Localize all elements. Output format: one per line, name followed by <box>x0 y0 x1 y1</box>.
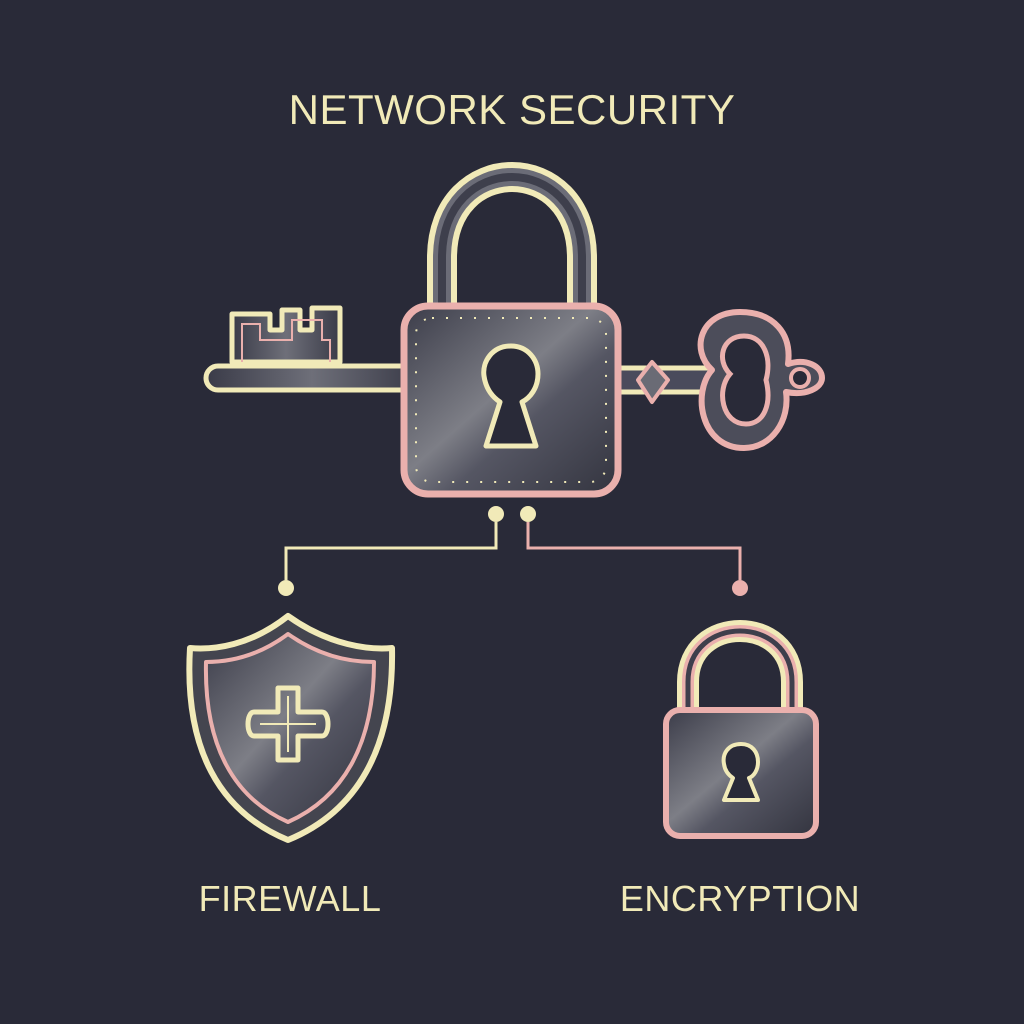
shield-icon <box>186 613 396 843</box>
firewall-cross-emblem <box>245 685 331 763</box>
encryption-label: ENCRYPTION <box>619 878 861 919</box>
key-bit <box>229 305 343 365</box>
firewall-label: FIREWALL <box>198 878 382 919</box>
key-bow <box>697 309 825 451</box>
small-keyhole <box>721 742 760 802</box>
padlock-with-key-icon <box>203 162 825 498</box>
padlock-icon <box>663 620 819 839</box>
key-shaft <box>203 363 421 393</box>
diagram-title: NETWORK SECURITY <box>288 86 736 133</box>
keyhole <box>481 343 541 449</box>
key-collar <box>636 360 670 404</box>
connectors <box>278 506 748 596</box>
